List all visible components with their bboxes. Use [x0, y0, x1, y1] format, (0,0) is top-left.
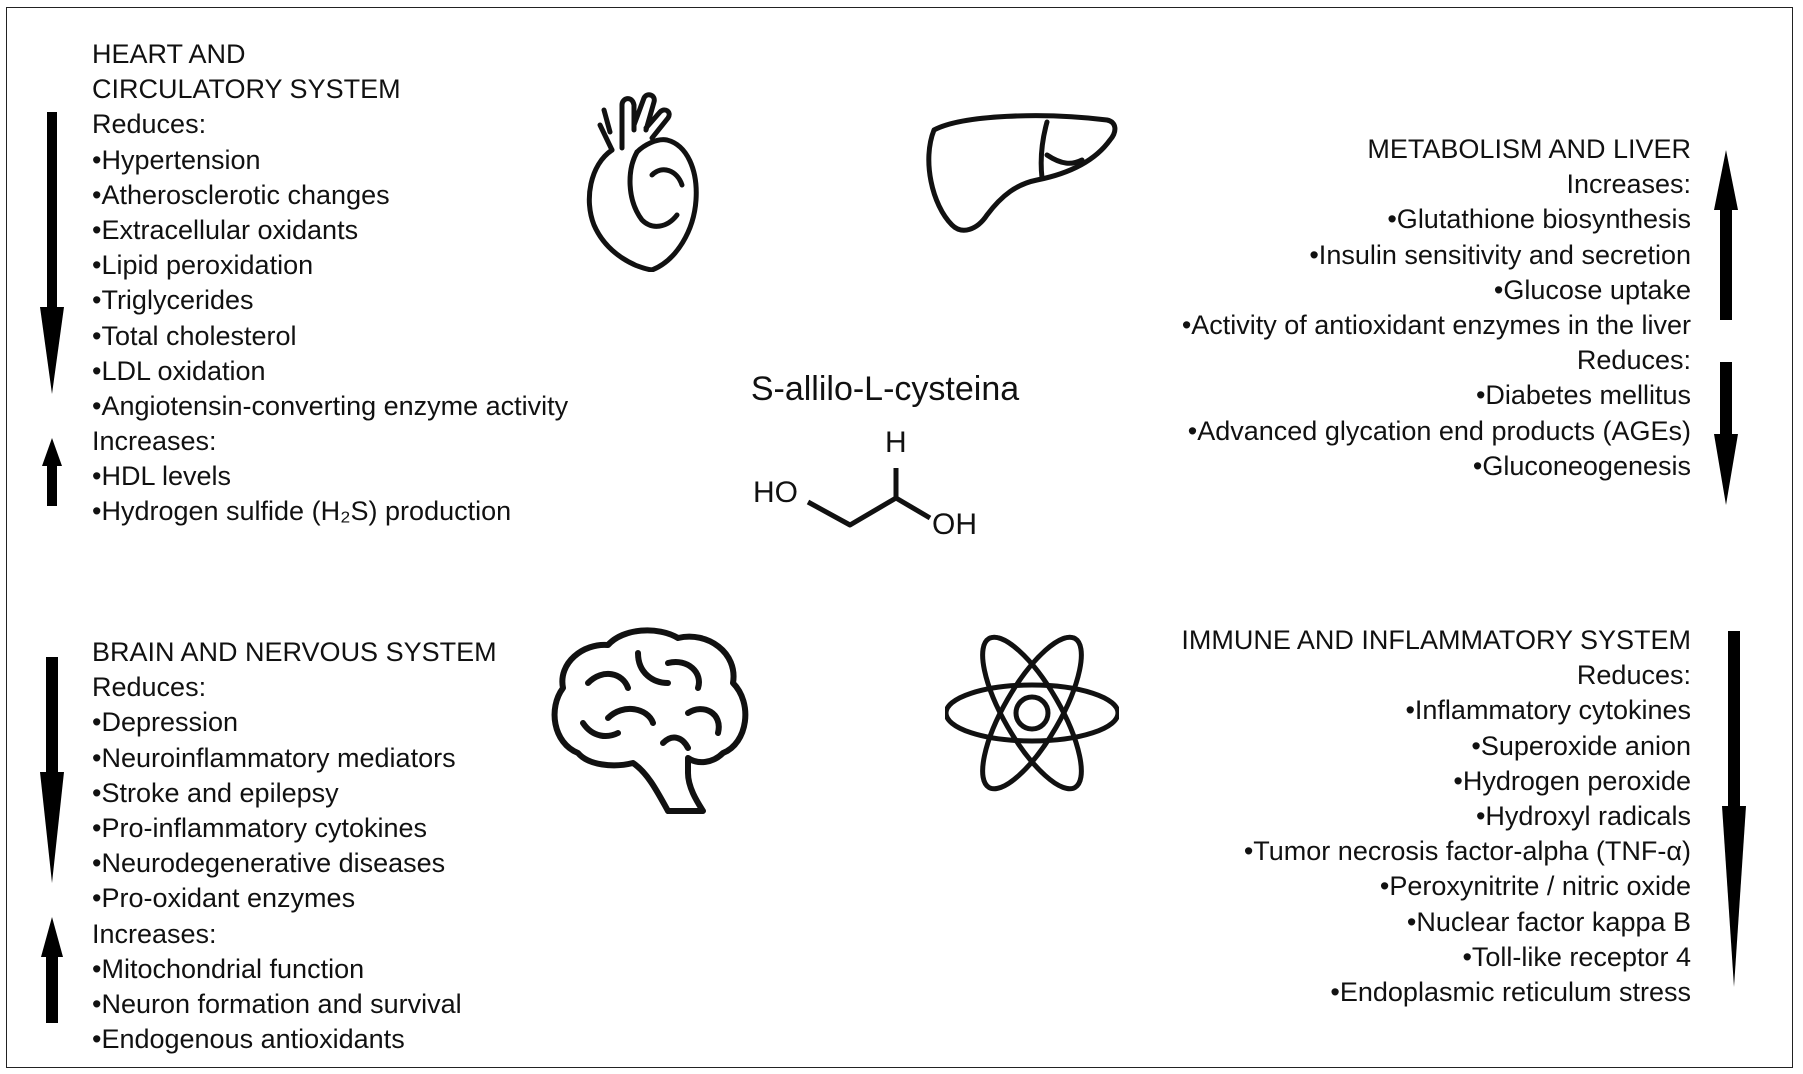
reduces-label: Reduces: [1576, 660, 1691, 691]
list-item: •Superoxide anion [1471, 730, 1691, 761]
list-item: •Neuron formation and survival [92, 988, 462, 1019]
list-item: •Glucose uptake [1493, 274, 1691, 305]
bond-lines [806, 468, 932, 528]
arrow-up-icon [1714, 150, 1738, 320]
increases-label: Increases: [92, 918, 217, 949]
increases-label: Increases: [92, 426, 217, 457]
list-item: •Toll-like receptor 4 [1462, 941, 1691, 972]
section-title: CIRCULATORY SYSTEM [92, 74, 401, 105]
list-item: •Atherosclerotic changes [92, 179, 390, 210]
list-item: •Triglycerides [92, 285, 254, 316]
section-title: BRAIN AND NERVOUS SYSTEM [92, 637, 497, 667]
list-item: •Inflammatory cytokines [1405, 695, 1691, 726]
list-item: •Neurodegenerative diseases [92, 848, 446, 879]
list-item: •Glutathione biosynthesis [1387, 204, 1691, 235]
list-item: •Activity of antioxidant enzymes in the … [1181, 309, 1691, 340]
list-item: •Pro-inflammatory cytokines [92, 812, 428, 843]
brain-icon [551, 627, 749, 814]
list-item: •HDL levels [92, 461, 231, 492]
atom-h: H [885, 426, 907, 459]
heart-section: HEART AND CIRCULATORY SYSTEM Reduces: •H… [92, 37, 568, 530]
list-item: •Extracellular oxidants [92, 214, 359, 245]
reduces-label: Reduces: [92, 672, 207, 703]
list-item: •Hydrogen peroxide [1453, 765, 1691, 796]
list-item: •LDL oxidation [92, 355, 266, 386]
atom-ho: HO [753, 476, 798, 509]
list-item: •Nuclear factor kappa B [1406, 906, 1691, 937]
frame-border [6, 7, 1793, 1068]
reduces-label: Reduces: [1576, 345, 1691, 376]
immune-section: IMMUNE AND INFLAMMATORY SYSTEM Reduces: … [1181, 623, 1691, 1010]
list-item: •Diabetes mellitus [1475, 380, 1691, 411]
list-item: •Total cholesterol [92, 320, 297, 351]
list-item: •Mitochondrial function [92, 953, 365, 984]
list-item: •Hydrogen sulfide (H₂S) production [92, 496, 512, 527]
arrow-up-icon [41, 917, 63, 1023]
list-item: •Lipid peroxidation [92, 250, 314, 281]
section-title: IMMUNE AND INFLAMMATORY SYSTEM [1181, 625, 1691, 655]
list-item: •Depression [92, 707, 239, 738]
heart-icon [586, 92, 699, 272]
arrow-down-icon [40, 112, 64, 394]
liver-icon [926, 113, 1118, 233]
compound-name: S-allilo-L-cysteina [750, 370, 1020, 408]
section-title: METABOLISM AND LIVER [1367, 134, 1691, 164]
list-item: •Tumor necrosis factor-alpha (TNF-α) [1243, 836, 1691, 867]
arrow-down-icon [1722, 631, 1746, 987]
arrow-down-icon [40, 657, 64, 883]
arrow-down-icon [1714, 362, 1738, 505]
list-item: •Insulin sensitivity and secretion [1309, 239, 1691, 270]
atom-icon [945, 634, 1119, 792]
brain-section: BRAIN AND NERVOUS SYSTEM Reduces: •Depre… [92, 635, 497, 1057]
list-item: •Neuroinflammatory mediators [92, 742, 456, 773]
list-item: •Endoplasmic reticulum stress [1330, 976, 1691, 1007]
list-item: •Gluconeogenesis [1472, 450, 1691, 481]
list-item: •Pro-oxidant enzymes [92, 883, 356, 914]
list-item: •Endogenous antioxidants [92, 1024, 405, 1055]
list-item: •Advanced glycation end products (AGEs) [1187, 415, 1691, 446]
list-item: •Hypertension [92, 144, 261, 175]
list-item: •Stroke and epilepsy [92, 777, 339, 808]
metabolism-section: METABOLISM AND LIVER Increases: •Glutath… [1182, 132, 1691, 484]
list-item: •Peroxynitrite / nitric oxide [1379, 871, 1691, 902]
atom-oh: OH [932, 508, 977, 541]
arrow-up-icon [42, 438, 62, 506]
section-title: HEART AND [92, 39, 246, 69]
reduces-label: Reduces: [92, 109, 207, 140]
list-item: •Hydroxyl radicals [1475, 800, 1691, 831]
list-item: •Angiotensin-converting enzyme activity [92, 390, 569, 421]
increases-label: Increases: [1566, 169, 1691, 200]
